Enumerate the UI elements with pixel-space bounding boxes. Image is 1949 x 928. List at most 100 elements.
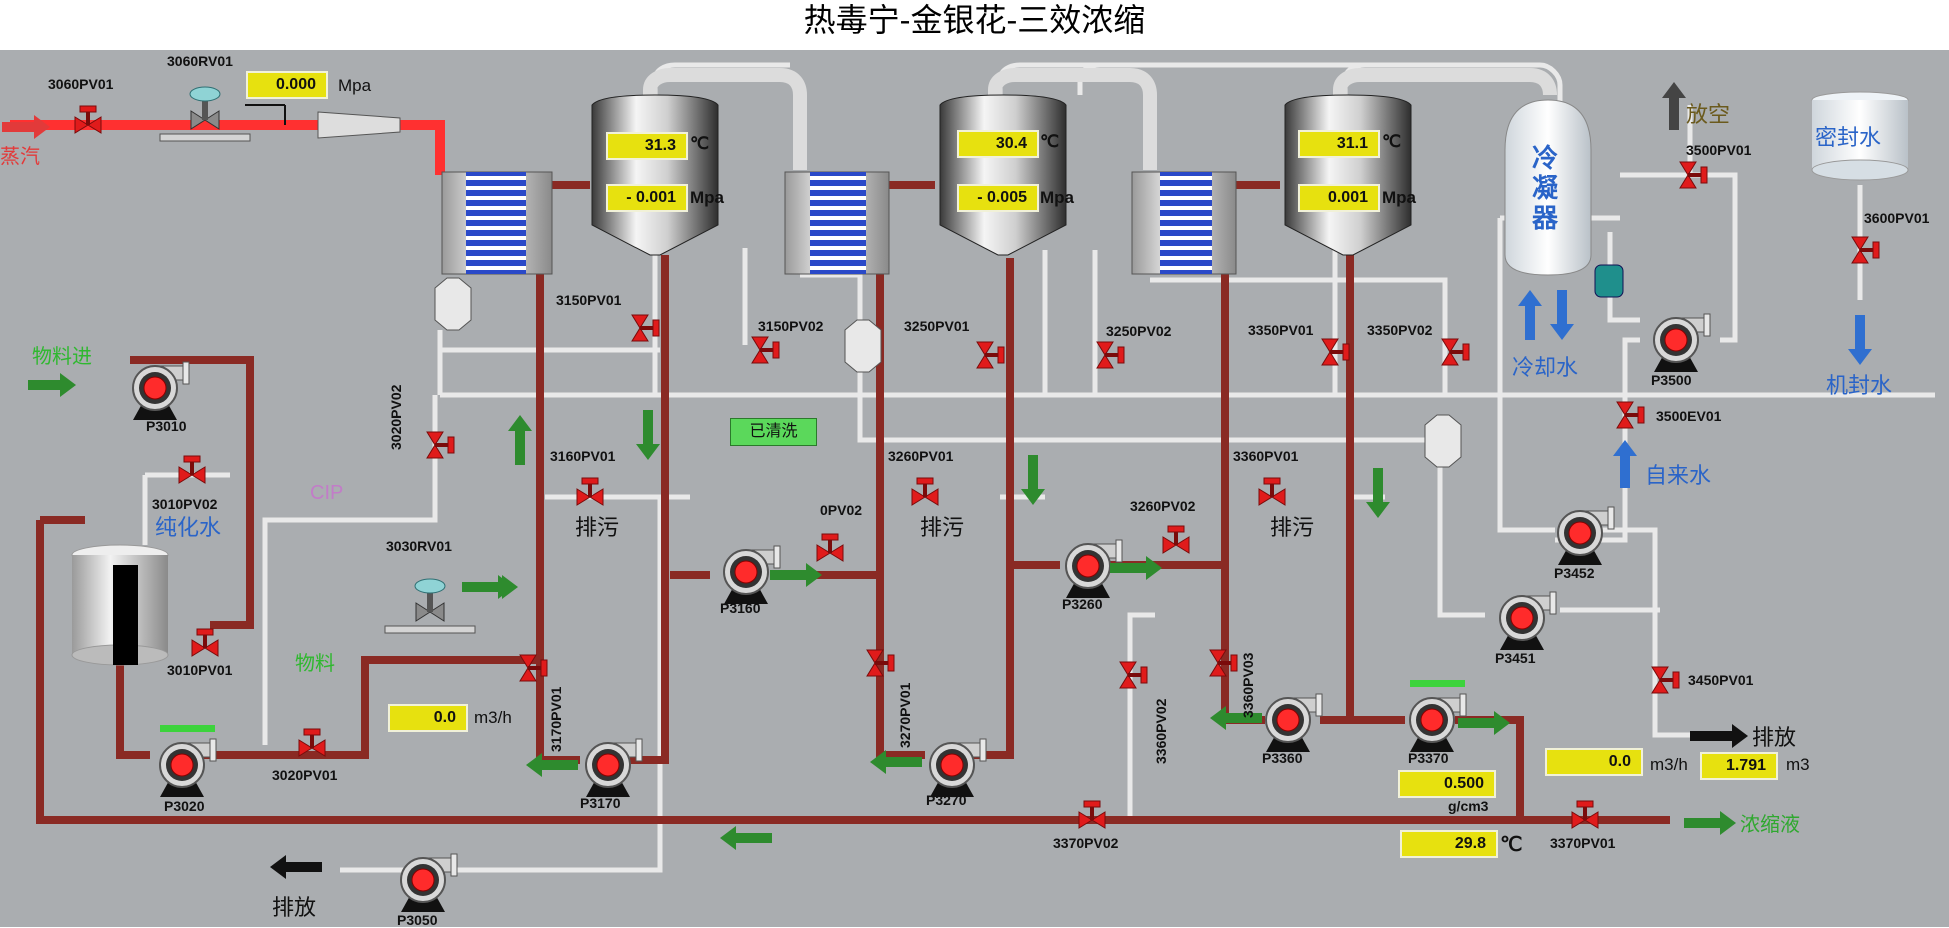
evap3-temp-display: 31.1 [1298, 130, 1380, 158]
pump-p3270[interactable] [929, 738, 987, 797]
evap3-pressure-display: 0.001 [1298, 184, 1380, 212]
process-pipes [36, 181, 1670, 824]
valve-3600pv01[interactable] [1851, 236, 1880, 264]
concentrate-label: 浓缩液 [1740, 814, 1800, 836]
valve-3250pv02[interactable] [1096, 341, 1125, 369]
evap3-pressure-unit: Mpa [1382, 188, 1416, 207]
pump-p3020[interactable] [159, 725, 217, 797]
tag-3060pv01: 3060PV01 [48, 76, 114, 92]
valve-3500ev01[interactable] [1616, 401, 1645, 429]
density-display: 0.500 [1398, 770, 1496, 798]
tag-3060rv01: 3060RV01 [167, 53, 233, 69]
valve-3450pv01[interactable] [1651, 666, 1680, 694]
seal-water-tank [1811, 91, 1909, 181]
valve-3350pv01[interactable] [1321, 338, 1350, 366]
tag-3250pv02: 3250PV02 [1106, 323, 1172, 339]
valve-3170pv01[interactable] [519, 654, 548, 682]
cip-label: CIP [310, 482, 344, 504]
tag-p3170: P3170 [580, 795, 621, 811]
tag-3500pv01: 3500PV01 [1686, 142, 1752, 158]
valve-3500pv01[interactable] [1679, 161, 1708, 189]
feed-arrow-to-heater [478, 575, 518, 599]
flow-arrow-up-1 [508, 415, 532, 465]
seal-water-arrow [1848, 315, 1872, 365]
cleaned-status-badge[interactable]: 已清洗 [730, 418, 817, 446]
valve-3370pv01[interactable] [1571, 800, 1599, 829]
flow-arrow-right-3 [1110, 556, 1162, 580]
tag-p3020: P3020 [164, 798, 205, 814]
flow-arrow-right-4 [1458, 711, 1510, 735]
steam-pressure-unit: Mpa [338, 76, 372, 95]
feed-flow-unit: m3/h [474, 708, 512, 727]
control-valve-3030rv01[interactable] [384, 578, 476, 634]
vent-arrow [1662, 82, 1686, 130]
valve-3250pv01[interactable] [976, 341, 1005, 369]
steam-in-arrow [2, 115, 50, 139]
pump-p3010[interactable] [132, 361, 190, 420]
valve-3260pv01[interactable] [911, 477, 939, 506]
tag-3500ev01: 3500EV01 [1656, 408, 1722, 424]
discharge-arrow-bottom [270, 855, 322, 879]
pump-p3360[interactable] [1265, 693, 1323, 752]
valve-3260pv02[interactable] [1162, 525, 1190, 554]
flow-arrow-down-2 [1021, 455, 1045, 505]
valve-3360pv01[interactable] [1258, 477, 1286, 506]
tag-3270pv01: 3270PV01 [897, 682, 913, 748]
valve-3150pv01[interactable] [631, 314, 660, 342]
tag-3360pv02: 3360PV02 [1153, 698, 1169, 764]
pump-p3500[interactable] [1653, 313, 1711, 372]
tag-3250pv01: 3250PV01 [904, 318, 970, 334]
pump-p3452[interactable] [1557, 506, 1615, 565]
pump-p3370[interactable] [1409, 680, 1467, 752]
pump-p3260[interactable] [1065, 539, 1123, 598]
tag-3170pv01: 3170PV01 [548, 686, 564, 752]
density-unit: g/cm3 [1448, 798, 1489, 814]
tag-3160pv01: 3160PV01 [550, 448, 616, 464]
valve-3370pv02[interactable] [1078, 800, 1106, 829]
tag-3350pv02: 3350PV02 [1367, 322, 1433, 338]
valve-3020pv02[interactable] [426, 431, 455, 459]
feed-flow-display: 0.0 [388, 704, 468, 732]
process-panel: 蒸汽 物料进 纯化水 CIP 物料 排污 排污 排污 排放 排放 放空 密封水 … [0, 50, 1949, 928]
flow-arrow-left-2 [870, 750, 922, 774]
condenser-label: 冷凝器 [1532, 143, 1559, 233]
tag-3150pv02: 3150PV02 [758, 318, 824, 334]
discharge-label-right: 排放 [1752, 725, 1797, 750]
pump-p3451[interactable] [1499, 591, 1557, 650]
separators [434, 277, 1462, 468]
pump-p3160[interactable] [723, 545, 781, 604]
valve-3360pv03[interactable] [1209, 649, 1238, 677]
tag-3600pv01: 3600PV01 [1864, 210, 1930, 226]
tag-3360pv01: 3360PV01 [1233, 448, 1299, 464]
pump-p3050[interactable] [400, 853, 458, 912]
control-valve-3060rv01[interactable] [159, 86, 251, 142]
condenser [1504, 99, 1592, 276]
valve-3160pv01[interactable] [576, 477, 604, 506]
valve-3060pv01[interactable] [74, 105, 102, 134]
purified-water-tank [71, 544, 169, 666]
valve-0pv02[interactable] [816, 533, 844, 562]
product-total-display: 1.791 [1700, 752, 1778, 780]
valve-3150pv02[interactable] [751, 336, 780, 364]
steam-pressure-display: 0.000 [246, 71, 328, 99]
cooling-out-arrow [1550, 290, 1574, 340]
pump-p3170[interactable] [585, 738, 643, 797]
tag-p3010: P3010 [146, 418, 187, 434]
product-flow-unit: m3/h [1650, 755, 1688, 774]
product-total-unit: m3 [1786, 755, 1810, 774]
flow-arrow-down-3 [1366, 468, 1390, 518]
tag-p3270: P3270 [926, 792, 967, 808]
tag-p3452: P3452 [1554, 565, 1595, 581]
tag-3260pv02: 3260PV02 [1130, 498, 1196, 514]
tap-water-arrow [1613, 440, 1637, 488]
valve-3010pv01[interactable] [191, 628, 219, 657]
tag-3260pv01: 3260PV01 [888, 448, 954, 464]
evap1-temp-display: 31.3 [606, 132, 688, 160]
material-in-label: 物料进 [32, 346, 92, 368]
valve-3270pv01[interactable] [866, 649, 895, 677]
valve-3010pv02[interactable] [178, 455, 206, 484]
valve-3350pv02[interactable] [1441, 338, 1470, 366]
tag-3350pv01: 3350PV01 [1248, 322, 1314, 338]
valve-3020pv01[interactable] [298, 728, 326, 757]
valve-3360pv02[interactable] [1119, 661, 1148, 689]
